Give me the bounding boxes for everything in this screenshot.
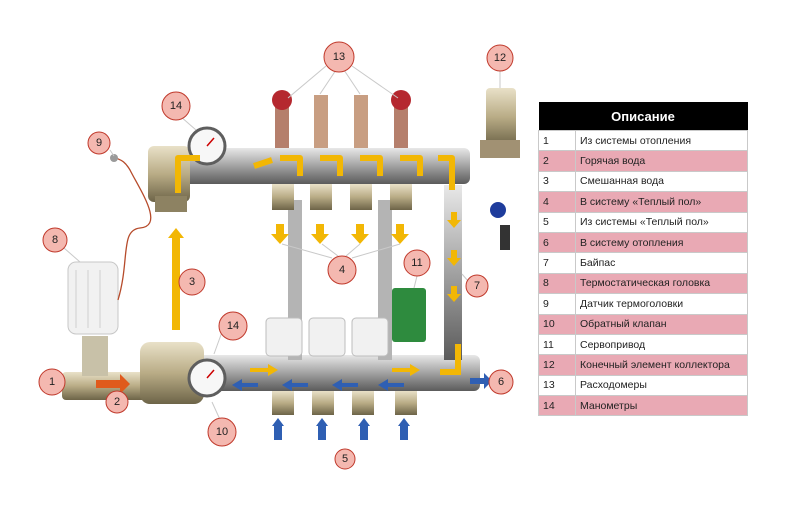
- legend-row-text: Расходомеры: [575, 374, 748, 397]
- legend-row-number: 7: [538, 252, 576, 274]
- manifold-diagram: 1 2 3 4 5 6 7 8 9 10 11 12 13 14 14: [38, 41, 520, 470]
- servo-actuator: [392, 288, 426, 342]
- svg-text:2: 2: [114, 396, 120, 408]
- flowmeters: [272, 90, 411, 148]
- legend-row-text: Обратный клапан: [575, 313, 748, 335]
- callout-2: 2: [105, 390, 129, 414]
- bottom-yellow-path: [440, 344, 461, 375]
- callout-14-top: 14: [161, 91, 191, 121]
- svg-text:7: 7: [474, 280, 480, 292]
- svg-text:14: 14: [227, 320, 239, 332]
- legend-row-number: 5: [538, 211, 576, 233]
- legend-row-number: 14: [538, 395, 576, 417]
- legend-row-number: 12: [538, 354, 576, 376]
- legend-row-text: Байпас: [575, 252, 748, 274]
- svg-text:9: 9: [96, 137, 102, 149]
- legend-row-text: Сервопривод: [575, 333, 748, 356]
- svg-text:8: 8: [52, 234, 58, 246]
- bypass-arrows: [447, 212, 461, 302]
- end-element: [480, 88, 520, 250]
- legend-row-text: В систему «Теплый пол»: [575, 191, 748, 213]
- callout-3: 3: [178, 268, 206, 296]
- return-valves: [265, 317, 389, 357]
- blue-arrows: [232, 373, 492, 440]
- mixing-unit: [62, 336, 204, 404]
- yellow-down-arrows: [271, 224, 409, 244]
- legend-row-text: Термостатическая головка: [575, 272, 748, 295]
- legend-row-number: 6: [538, 231, 576, 254]
- sensor-capillary: [115, 157, 152, 301]
- svg-text:12: 12: [494, 52, 506, 64]
- callout-10: 10: [207, 417, 237, 447]
- legend-row-number: 13: [538, 374, 576, 397]
- callout-5: 5: [334, 448, 356, 470]
- callout-1: 1: [38, 368, 66, 396]
- callout-6: 6: [488, 369, 514, 395]
- return-manifold: [150, 355, 480, 391]
- sensor-bulb: [110, 154, 118, 162]
- svg-text:3: 3: [189, 276, 195, 288]
- legend-row-number: 10: [538, 313, 576, 335]
- legend-row-number: 1: [538, 129, 576, 152]
- legend-row-number: 3: [538, 170, 576, 193]
- callout-4: 4: [327, 255, 357, 285]
- svg-text:5: 5: [342, 453, 348, 465]
- return-outlets: [272, 391, 417, 415]
- svg-text:6: 6: [498, 376, 504, 388]
- legend-row-text: Конечный элемент коллектора: [575, 354, 748, 376]
- legend-row-text: Горячая вода: [575, 150, 748, 172]
- legend-row-text: Из системы отопления: [575, 129, 748, 152]
- bypass-pipe: [444, 185, 462, 360]
- legend-row-text: В систему отопления: [575, 231, 748, 254]
- legend-title: Описание: [538, 102, 748, 131]
- svg-text:11: 11: [411, 257, 422, 269]
- legend-row-number: 9: [538, 293, 576, 315]
- supply-outlets: [272, 184, 412, 210]
- callout-7: 7: [465, 274, 489, 298]
- svg-text:13: 13: [333, 51, 345, 63]
- legend-row-number: 8: [538, 272, 576, 295]
- svg-text:14: 14: [170, 100, 182, 112]
- legend-row-text: Из системы «Теплый пол»: [575, 211, 748, 233]
- thermostatic-head: [67, 261, 119, 335]
- legend-row-text: Датчик термоголовки: [575, 293, 748, 315]
- callout-14-bottom: 14: [218, 311, 248, 341]
- callout-9: 9: [87, 131, 111, 155]
- svg-text:4: 4: [339, 264, 345, 276]
- legend-row-text: Смешанная вода: [575, 170, 748, 193]
- callout-12: 12: [486, 44, 514, 72]
- hot-water-arrow: [96, 374, 130, 394]
- legend-row-number: 4: [538, 191, 576, 213]
- yellow-flow-arrows: [175, 155, 455, 193]
- legend-row-number: 2: [538, 150, 576, 172]
- legend-row-text: Манометры: [575, 395, 748, 417]
- callout-11: 11: [403, 249, 431, 277]
- svg-text:10: 10: [216, 426, 228, 438]
- callout-13: 13: [323, 41, 355, 73]
- pressure-gauges: [187, 126, 227, 398]
- callout-8: 8: [42, 227, 68, 253]
- mixed-water-arrow: [168, 228, 184, 330]
- svg-text:1: 1: [49, 376, 55, 388]
- legend-row-number: 11: [538, 333, 576, 356]
